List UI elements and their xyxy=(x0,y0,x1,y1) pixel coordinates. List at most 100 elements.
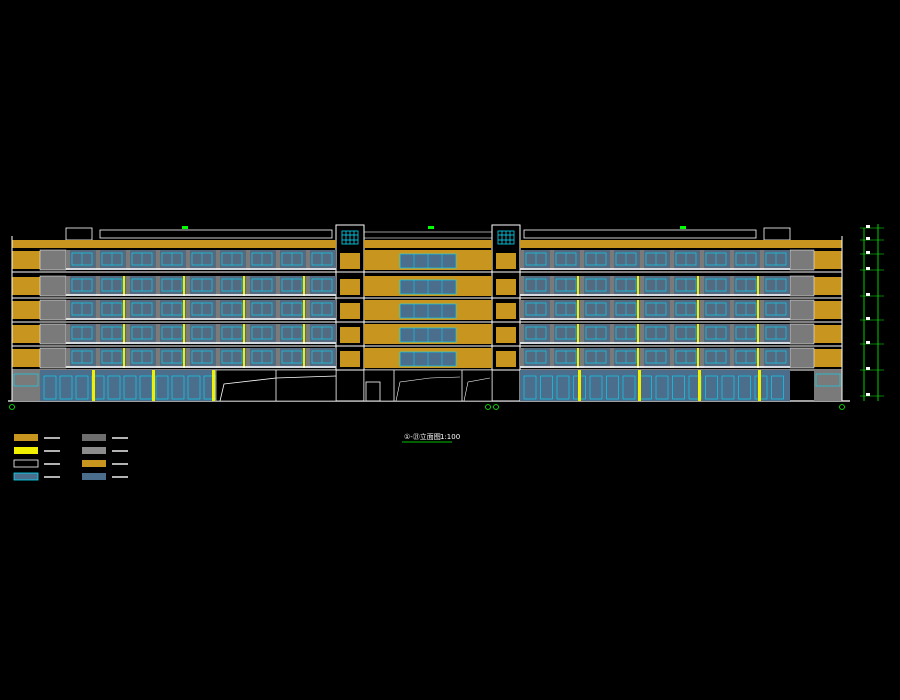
legend-swatch xyxy=(82,434,106,441)
wing-pier xyxy=(670,348,674,368)
wing-pier xyxy=(640,300,644,320)
level-mark xyxy=(866,267,870,270)
legend-swatch xyxy=(13,459,39,468)
center-entrance xyxy=(363,369,493,402)
wing-pier xyxy=(96,300,100,320)
wing-pier xyxy=(96,250,100,270)
wing-pier xyxy=(246,324,250,344)
tower-vent-left xyxy=(341,230,359,245)
wing-pier xyxy=(66,300,70,320)
floor-band xyxy=(12,299,842,323)
wing-pier xyxy=(580,324,584,344)
wing-pier xyxy=(216,300,220,320)
wing-pier xyxy=(66,276,70,296)
wing-pier xyxy=(216,250,220,270)
wing-pier xyxy=(306,276,310,296)
end-pavilion-left xyxy=(12,251,40,269)
wing-pier xyxy=(730,276,734,296)
end-pavilion-left xyxy=(12,277,40,295)
shop-window xyxy=(155,375,169,400)
wing-pier xyxy=(96,276,100,296)
wing-pier xyxy=(66,250,70,270)
wing-pier xyxy=(276,348,280,368)
material-legend xyxy=(13,434,128,481)
center-pier-right xyxy=(462,250,492,270)
entrance-door xyxy=(365,381,381,402)
yellow-pilaster xyxy=(183,348,185,368)
tower-panel-left xyxy=(340,279,360,295)
yellow-pilaster xyxy=(637,276,639,296)
wing-pier xyxy=(640,250,644,270)
wing-pier xyxy=(760,348,764,368)
yellow-pilaster xyxy=(243,300,245,320)
legend-swatch xyxy=(14,434,38,441)
wing-pier xyxy=(186,276,190,296)
yellow-pilaster xyxy=(303,300,305,320)
wing-pier xyxy=(610,324,614,344)
wing-pier xyxy=(126,348,130,368)
roof-marker xyxy=(182,226,188,229)
ground-floor xyxy=(12,369,842,402)
end-pavilion-right xyxy=(814,277,842,295)
wing-pier xyxy=(246,300,250,320)
shop-window xyxy=(556,375,570,400)
yellow-pilaster xyxy=(697,324,699,344)
wing-pier xyxy=(640,324,644,344)
wing-pier xyxy=(670,300,674,320)
level-mark xyxy=(866,225,870,228)
yellow-pilaster xyxy=(212,370,215,401)
end-bay-right xyxy=(789,275,815,297)
wing-pier xyxy=(550,276,554,296)
cornice-center xyxy=(364,240,492,248)
yellow-pilaster xyxy=(123,348,125,368)
wing-pier xyxy=(760,324,764,344)
building-elevation xyxy=(8,224,850,410)
level-mark xyxy=(866,317,870,320)
shop-window xyxy=(123,375,137,400)
wing-pier xyxy=(156,300,160,320)
tower-panel-left xyxy=(340,253,360,269)
wing-pier xyxy=(126,300,130,320)
floor-band xyxy=(12,249,842,273)
yellow-pilaster xyxy=(757,324,759,344)
tower-panel-left xyxy=(340,351,360,367)
yellow-pilaster xyxy=(577,300,579,320)
yellow-pilaster xyxy=(303,348,305,368)
legend-swatch xyxy=(82,447,106,454)
yellow-pilaster xyxy=(183,324,185,344)
wing-pier xyxy=(246,276,250,296)
yellow-pilaster xyxy=(757,348,759,368)
floor-band xyxy=(12,347,842,371)
legend-swatch xyxy=(82,460,106,467)
floor-band xyxy=(12,275,842,299)
wing-pier xyxy=(186,324,190,344)
wing-pier xyxy=(216,348,220,368)
legend-swatch xyxy=(14,447,38,454)
center-pier-left xyxy=(364,250,394,270)
shop-window xyxy=(672,375,685,400)
ground-window xyxy=(815,373,841,387)
floor-band xyxy=(12,323,842,347)
level-mark xyxy=(866,341,870,344)
shop-window xyxy=(75,375,89,400)
ground-shopfront-left xyxy=(40,370,216,401)
wing-pier xyxy=(580,250,584,270)
wing-pier xyxy=(306,300,310,320)
wing-pier xyxy=(610,250,614,270)
wing-pier xyxy=(550,324,554,344)
wing-pier xyxy=(276,250,280,270)
level-mark xyxy=(866,293,870,296)
yellow-pilaster xyxy=(757,300,759,320)
end-pavilion-right xyxy=(814,301,842,319)
wing-pier xyxy=(126,250,130,270)
ground-shopfront-right xyxy=(520,370,790,401)
wing-pier xyxy=(670,276,674,296)
tower-panel-left xyxy=(340,327,360,343)
end-bay-right xyxy=(789,249,815,271)
end-pavilion-left xyxy=(12,301,40,319)
wing-pier xyxy=(550,250,554,270)
shop-window xyxy=(523,375,537,400)
wing-pier xyxy=(66,348,70,368)
tower-panel-right xyxy=(496,327,516,343)
ground-window xyxy=(13,373,39,387)
